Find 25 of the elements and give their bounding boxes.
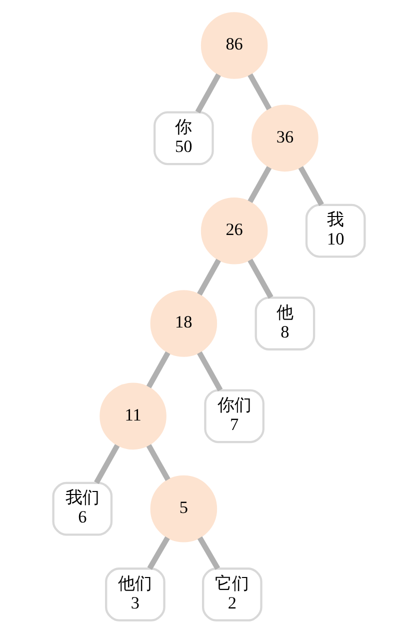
connector: [146, 351, 170, 388]
connector: [248, 258, 274, 299]
connector: [195, 73, 221, 114]
node-box: 你们 7: [204, 389, 264, 444]
connector: [248, 166, 272, 203]
node-box: 他 8: [254, 296, 316, 350]
connector: [298, 166, 324, 206]
node-circle: 11: [100, 382, 166, 450]
connector: [146, 444, 170, 481]
node-circle: 26: [200, 197, 268, 264]
node-box: 我们 6: [52, 482, 113, 536]
node-circle: 36: [252, 104, 318, 172]
connector: [197, 351, 223, 392]
node-box: 你 50: [154, 111, 214, 166]
connector: [248, 73, 272, 110]
node-circle: 86: [200, 12, 268, 79]
connector: [94, 444, 120, 484]
node-box: 他们 3: [105, 568, 166, 622]
connector: [147, 536, 170, 570]
connector: [197, 258, 221, 296]
node-circle: 18: [150, 290, 218, 357]
node-circle: 5: [150, 475, 218, 542]
connector: [198, 536, 220, 570]
node-box: 我 10: [305, 204, 366, 258]
node-box: 它们 2: [202, 568, 262, 622]
